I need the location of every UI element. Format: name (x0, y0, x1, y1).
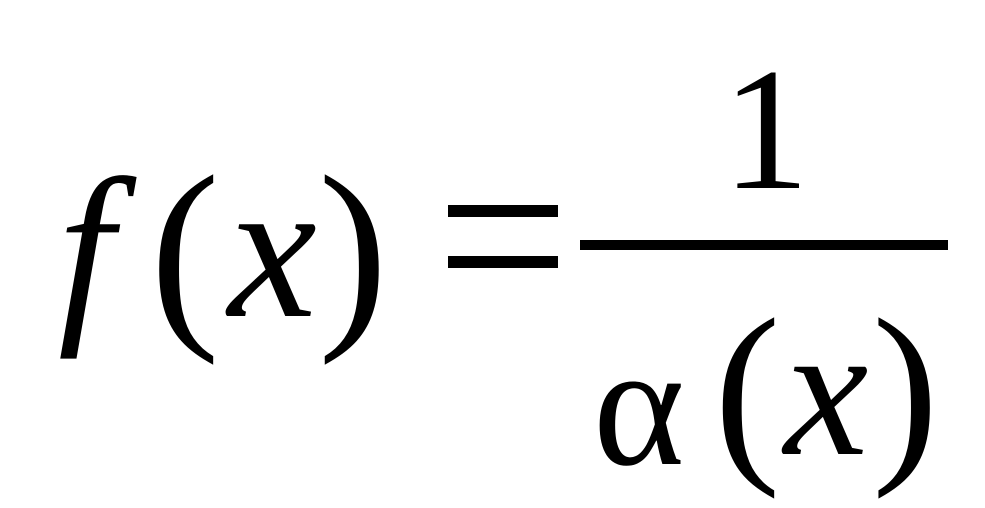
lhs-close-paren: ) (318, 134, 388, 366)
lhs-open-paren: ( (150, 134, 220, 366)
denominator-open-paren: ( (714, 279, 781, 500)
fraction-numerator: 1 (722, 32, 810, 226)
denominator-variable: x (784, 286, 869, 496)
lhs-function-name: f (58, 139, 114, 360)
lhs-variable: x (228, 139, 317, 360)
fraction-bar (580, 240, 948, 250)
equals-bar-top (448, 205, 558, 217)
denominator-function-name: α (593, 308, 685, 502)
equals-bar-bottom (448, 256, 558, 268)
denominator-close-paren: ) (872, 279, 939, 500)
